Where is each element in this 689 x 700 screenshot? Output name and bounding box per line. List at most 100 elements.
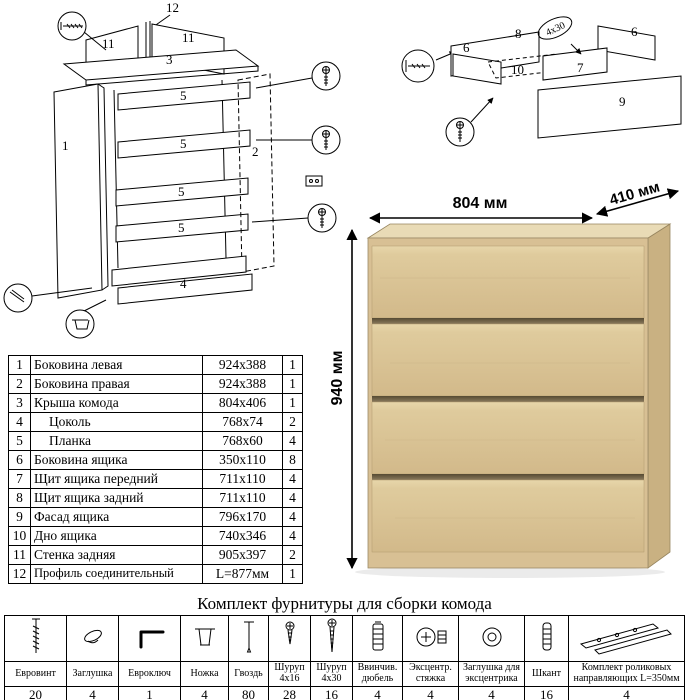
drawer-front-1 (371, 245, 645, 319)
euroscrew-callout (57, 11, 87, 41)
drawer-front-3 (371, 401, 645, 475)
cam-cap-icon (482, 627, 501, 647)
screw-4x16-icon (285, 621, 294, 645)
product-render: 804 мм 410 мм 940 мм (329, 178, 689, 595)
nail-icon (243, 621, 254, 653)
part-num: 7 (8, 469, 31, 489)
dresser-body (366, 223, 672, 569)
hardware-item-name: Ввинчив. дюбель (352, 661, 403, 687)
part-qty: 4 (282, 526, 303, 546)
wood-dowel-icon (542, 622, 551, 651)
part-qty: 4 (282, 469, 303, 489)
euroscrew-callout (401, 49, 435, 83)
cam-lock-icon (416, 627, 446, 647)
part-size: 924x388 (202, 355, 283, 375)
table-row: 9 Фасад ящика 796x170 4 (8, 507, 303, 527)
drawer-label-10: 10 (511, 62, 524, 77)
screw-size-callout (537, 16, 573, 40)
hardware-item-qty: 16 (310, 686, 353, 700)
part-name: Стенка задняя (30, 545, 203, 565)
hardware-item-name: Эксцентр. стяжка (402, 661, 459, 687)
screw-callout-3 (307, 203, 337, 233)
parts-table: 1 Боковина левая 924x388 1 2 Боковина пр… (8, 355, 303, 584)
table-row: 4 Цоколь 768x74 2 (8, 412, 303, 432)
screwin-dowel-icon (372, 621, 383, 651)
part-qty: 4 (282, 431, 303, 451)
fitting-callout-1 (3, 283, 33, 313)
hardware-item-name: Евроключ (118, 661, 181, 687)
part-qty: 2 (282, 545, 303, 565)
part-num: 5 (8, 431, 31, 451)
part-num: 10 (8, 526, 31, 546)
screw-callout-1 (311, 61, 341, 91)
hardware-name-row: Евровинт Заглушка Евроключ Ножка Гвоздь … (4, 661, 685, 687)
frame-label-5c: 5 (178, 184, 185, 199)
table-row: 8 Щит ящика задний 711x110 4 (8, 488, 303, 508)
part-size: 711x110 (202, 488, 283, 508)
drawer-slides-icon (579, 623, 672, 655)
frame-label-4: 4 (180, 276, 187, 291)
slat-4 (115, 213, 249, 243)
left-side-panel (53, 83, 103, 299)
table-row: 1 Боковина левая 924x388 1 (8, 355, 303, 375)
hardware-item-qty: 4 (458, 686, 525, 700)
drawer-gap-1 (372, 318, 644, 324)
drawer-gap-3 (372, 474, 644, 480)
slat-2 (117, 129, 251, 159)
hardware-item-name: Ножка (180, 661, 229, 687)
frame-label-11b: 11 (182, 30, 195, 45)
frame-label-5a: 5 (180, 88, 187, 103)
hardware-item-name: Шуруп 4х16 (268, 661, 311, 687)
part-qty: 4 (282, 488, 303, 508)
part-qty: 1 (282, 393, 303, 413)
part-num: 3 (8, 393, 31, 413)
part-num: 9 (8, 507, 31, 527)
hardware-kit-title: Комплект фурнитуры для сборки комода (197, 594, 492, 613)
hardware-kit-table: Евровинт Заглушка Евроключ Ножка Гвоздь … (4, 615, 685, 700)
cap-icon (83, 629, 102, 644)
width-dimension-label: 804 мм (453, 195, 508, 212)
part-name: Боковина ящика (30, 450, 203, 470)
hardware-icon-row (4, 615, 685, 662)
drawer-side-right (597, 25, 656, 61)
part-num: 12 (8, 564, 31, 584)
table-row: 11 Стенка задняя 905x397 2 (8, 545, 303, 565)
part-qty: 4 (282, 507, 303, 527)
part-num: 4 (8, 412, 31, 432)
drawer-front-shield (542, 47, 608, 81)
frame-label-5d: 5 (178, 220, 185, 235)
hardware-item-qty: 20 (4, 686, 67, 700)
hardware-item-qty: 4 (180, 686, 229, 700)
part-size: 796x170 (202, 507, 283, 527)
part-num: 11 (8, 545, 31, 565)
drawer-facade (537, 75, 682, 139)
drawer-front-2 (371, 323, 645, 397)
part-size: 768x74 (202, 412, 283, 432)
part-size: L=877мм (202, 564, 283, 584)
drawer-label-9: 9 (619, 94, 626, 109)
hardware-item-qty: 4 (568, 686, 685, 700)
part-num: 6 (8, 450, 31, 470)
frame-label-12: 12 (166, 0, 179, 15)
table-row: 5 Планка 768x60 4 (8, 431, 303, 451)
part-name: Боковина правая (30, 374, 203, 394)
hardware-item-name: Комплект роликовых направляющих L=350мм (568, 661, 685, 687)
part-name: Цоколь (30, 412, 203, 432)
slat-3 (115, 177, 249, 207)
part-qty: 2 (282, 412, 303, 432)
screw-size-label: 4x30 (544, 20, 567, 38)
table-row: 3 Крыша комода 804x406 1 (8, 393, 303, 413)
part-qty: 1 (282, 355, 303, 375)
frame-label-2: 2 (252, 144, 259, 159)
part-size: 740x346 (202, 526, 283, 546)
frame-label-5b: 5 (180, 136, 187, 151)
dresser-top-surface (366, 223, 672, 239)
hardware-item-name: Гвоздь (228, 661, 269, 687)
hardware-item-name: Шуруп 4х30 (310, 661, 353, 687)
hexkey-icon (139, 630, 164, 649)
hardware-qty-row: 20 4 1 4 80 28 16 4 4 4 16 4 (4, 686, 685, 700)
part-name: Фасад ящика (30, 507, 203, 527)
part-num: 2 (8, 374, 31, 394)
screw-4x30-icon (327, 618, 336, 653)
part-num: 1 (8, 355, 31, 375)
